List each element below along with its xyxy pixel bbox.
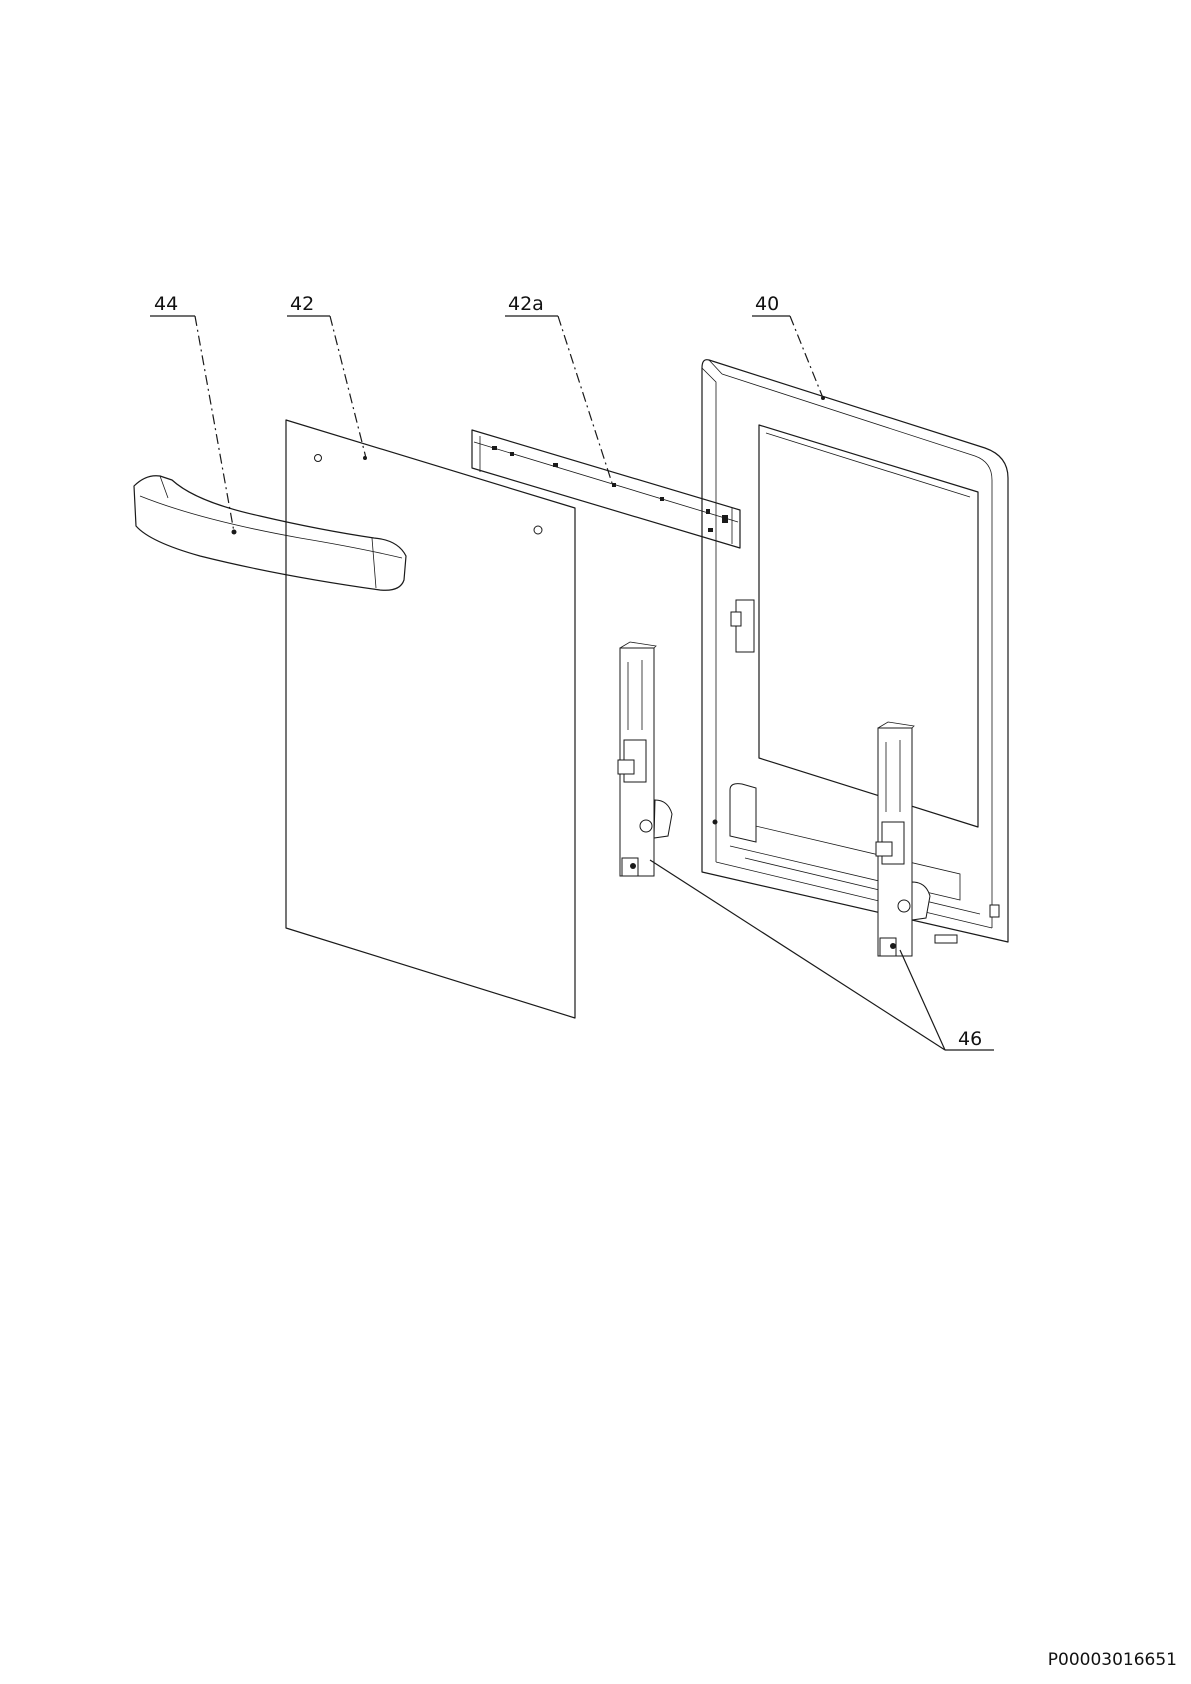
callout-42a-label: 42a bbox=[508, 293, 544, 315]
outer-glass-part bbox=[285, 419, 576, 1019]
callout-40-label: 40 bbox=[755, 293, 779, 315]
hinge-left-part bbox=[617, 641, 673, 877]
callout-46-label: 46 bbox=[958, 1028, 982, 1050]
callout-44-label: 44 bbox=[154, 293, 178, 315]
handle-part bbox=[133, 475, 407, 591]
profile-strip-part bbox=[471, 429, 741, 549]
callout-leaders bbox=[150, 315, 994, 1051]
callout-42-label: 42 bbox=[290, 293, 314, 315]
door-frame-part bbox=[701, 359, 1009, 944]
hinge-right-part bbox=[875, 721, 931, 957]
drawing-code: P00003016651 bbox=[1047, 1650, 1177, 1670]
